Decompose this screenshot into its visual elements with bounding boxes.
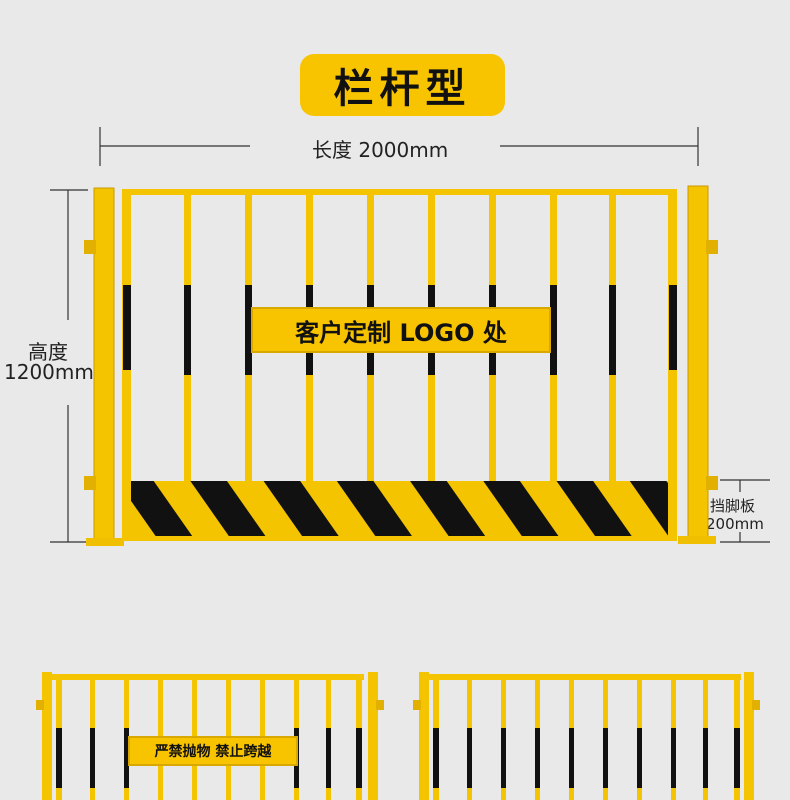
logo-sign: 客户定制 LOGO 处 [251, 307, 551, 353]
toe-board-size: 200mm [706, 515, 764, 533]
warning-sign: 严禁抛物 禁止跨越 [128, 736, 298, 766]
title-badge: 栏杆型 [300, 54, 505, 116]
toe-board-label: 挡脚板 [710, 497, 756, 515]
height-label-bottom: 1200mm [4, 360, 94, 384]
length-label: 长度 2000mm [312, 138, 449, 162]
height-label-top: 高度 [28, 340, 68, 364]
